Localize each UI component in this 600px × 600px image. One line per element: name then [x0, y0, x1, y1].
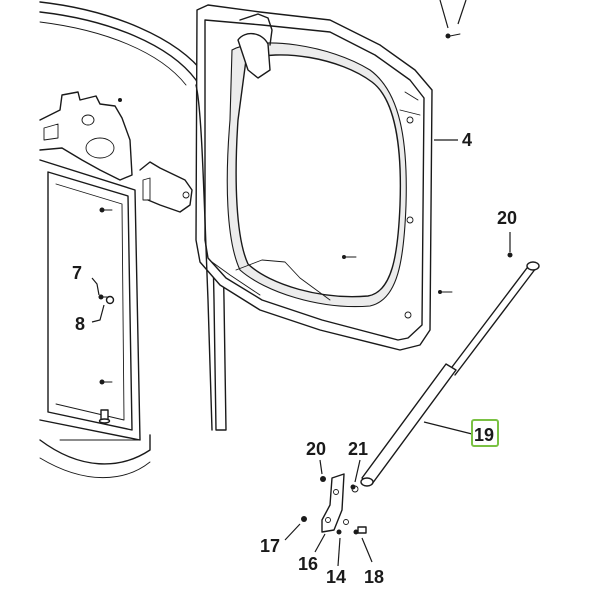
callout-19-highlight: [471, 419, 499, 447]
leader-lines: [91, 139, 513, 567]
cab-panel: [39, 1, 227, 479]
callout-18: 18: [364, 567, 384, 587]
callout-14: 14: [326, 567, 346, 587]
callout-labels: 4 7 8 14 16 17 18 19 20 20 21: [72, 130, 517, 587]
callout-16: 16: [298, 554, 318, 574]
callout-21: 21: [348, 439, 368, 459]
callout-8: 8: [75, 314, 85, 334]
callout-20-bottom: 20: [306, 439, 326, 459]
callout-4: 4: [462, 130, 472, 150]
fan-shroud: [195, 0, 467, 431]
callout-20-top: 20: [497, 208, 517, 228]
callout-17: 17: [260, 536, 280, 556]
callout-19: 19: [474, 425, 494, 445]
callout-7: 7: [72, 263, 82, 283]
gas-strut: [360, 261, 540, 487]
bracket-hardware: [301, 473, 367, 535]
